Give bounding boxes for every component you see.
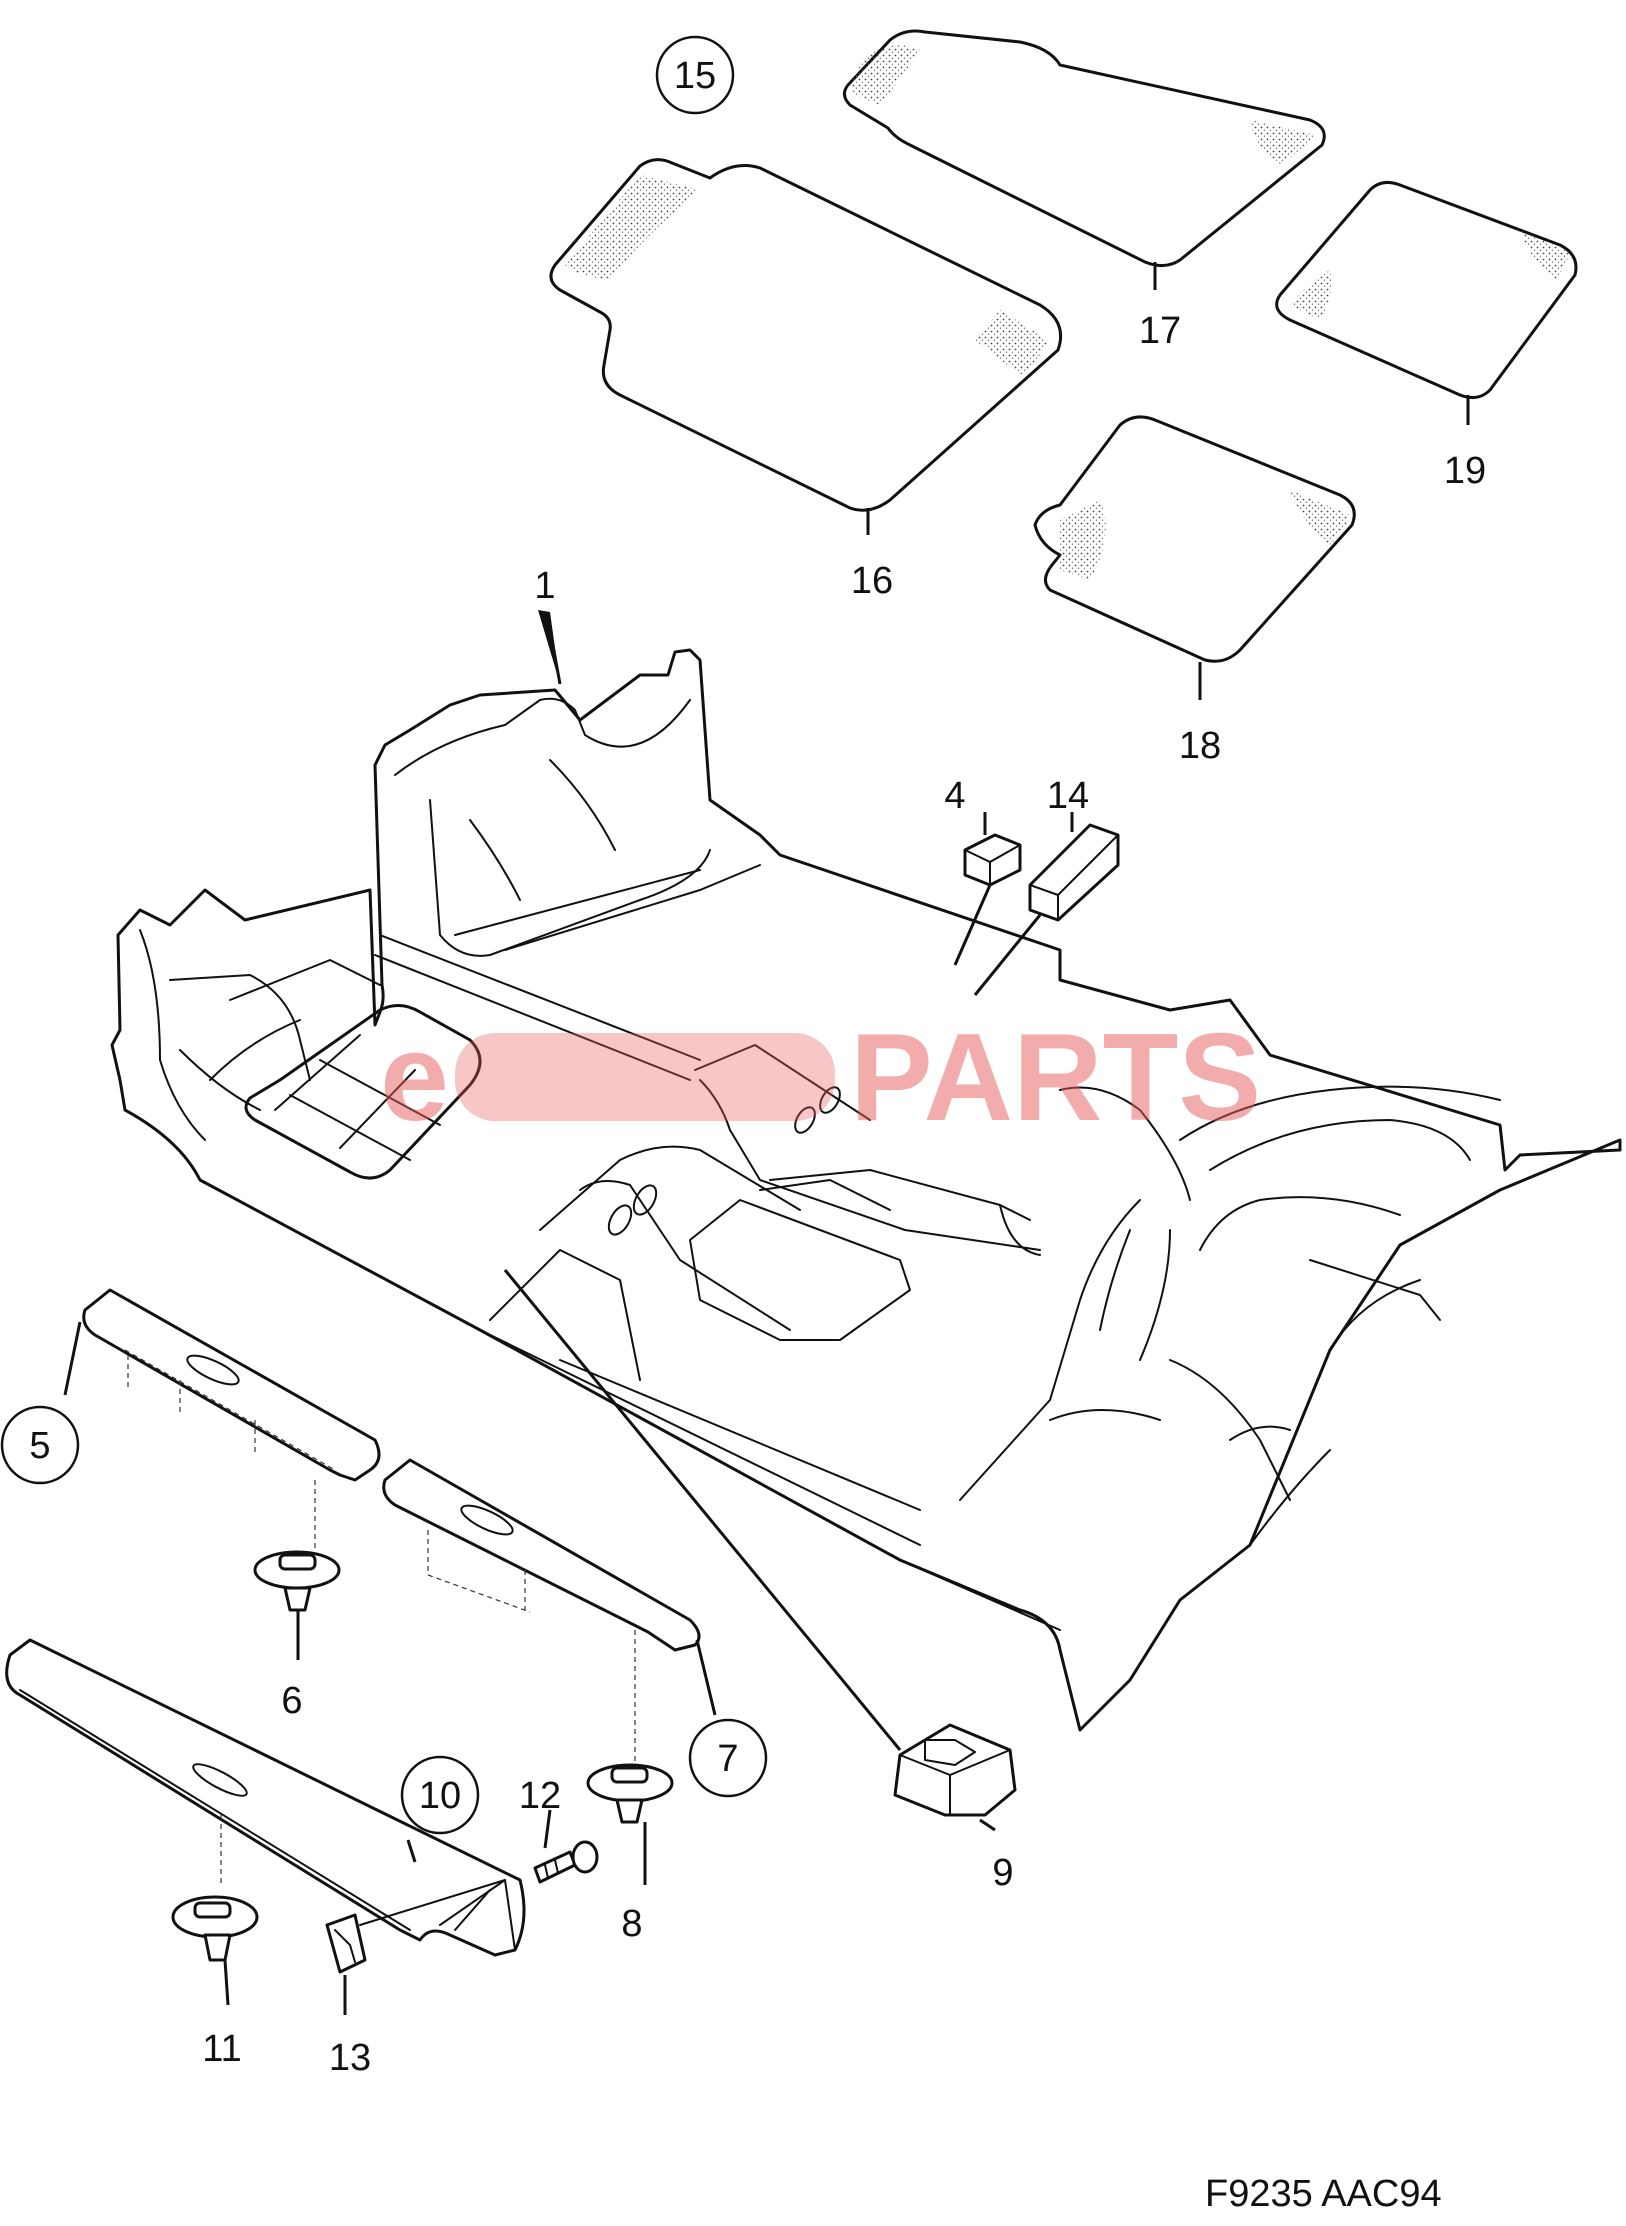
callout-7: 7	[717, 1738, 738, 1780]
clip-8	[586, 1763, 674, 1824]
callout-8: 8	[621, 1903, 642, 1945]
floor-mat-16	[549, 158, 1063, 512]
leader-9-long	[503, 1269, 902, 1751]
floor-mat-19	[1275, 180, 1578, 400]
watermark-logo: e PARTS	[380, 1009, 1261, 1147]
leader-12	[543, 1809, 552, 1849]
leader-9	[979, 1818, 996, 1832]
clip-11	[171, 1895, 259, 1962]
watermark-prefix: e	[380, 1009, 449, 1147]
floor-mat-17	[843, 29, 1326, 267]
callout-1: 1	[534, 565, 555, 607]
leader-7	[695, 1639, 717, 1716]
callout-10: 10	[419, 1775, 461, 1817]
callout-18: 18	[1179, 725, 1221, 767]
callout-5: 5	[29, 1425, 50, 1467]
leader-5	[63, 1321, 82, 1396]
callout-15: 15	[674, 55, 716, 97]
sill-strip-7	[382, 1458, 701, 1652]
leader-14b	[973, 914, 1042, 996]
callout-17: 17	[1139, 310, 1181, 352]
main-carpet	[110, 648, 1622, 1732]
callout-11: 11	[202, 2028, 241, 2070]
clip-6	[253, 1550, 341, 1612]
callout-14: 14	[1047, 775, 1089, 817]
callout-13: 13	[329, 2037, 371, 2079]
callout-6: 6	[281, 1680, 302, 1722]
callout-circle-10	[400, 1755, 480, 1835]
trim-panel-10	[5, 1638, 526, 1957]
pad-4	[963, 833, 1022, 887]
figure-code: F9235 AAC94	[1205, 2173, 1442, 2215]
block-9	[893, 1723, 1017, 1817]
callout-4: 4	[944, 775, 965, 817]
screw-12	[533, 1840, 599, 1884]
pad-14	[1028, 823, 1120, 922]
callout-19: 19	[1444, 450, 1486, 492]
bracket-13	[325, 1879, 506, 1974]
callout-circle-15	[655, 35, 735, 115]
callout-16: 16	[851, 560, 893, 602]
watermark-brand-badge	[455, 1033, 835, 1121]
callout-12: 12	[519, 1775, 561, 1817]
floor-mat-18	[1033, 415, 1356, 663]
callout-9: 9	[992, 1852, 1013, 1894]
leader-11	[223, 1959, 230, 2006]
watermark-brand: PARTS	[850, 1009, 1261, 1147]
arrow-1	[538, 610, 560, 684]
leader-4b	[953, 884, 992, 966]
leader-10	[406, 1839, 417, 1863]
sill-strip-5	[82, 1288, 381, 1482]
callout-circle-7	[688, 1718, 768, 1798]
callout-circle-5	[0, 1405, 80, 1485]
